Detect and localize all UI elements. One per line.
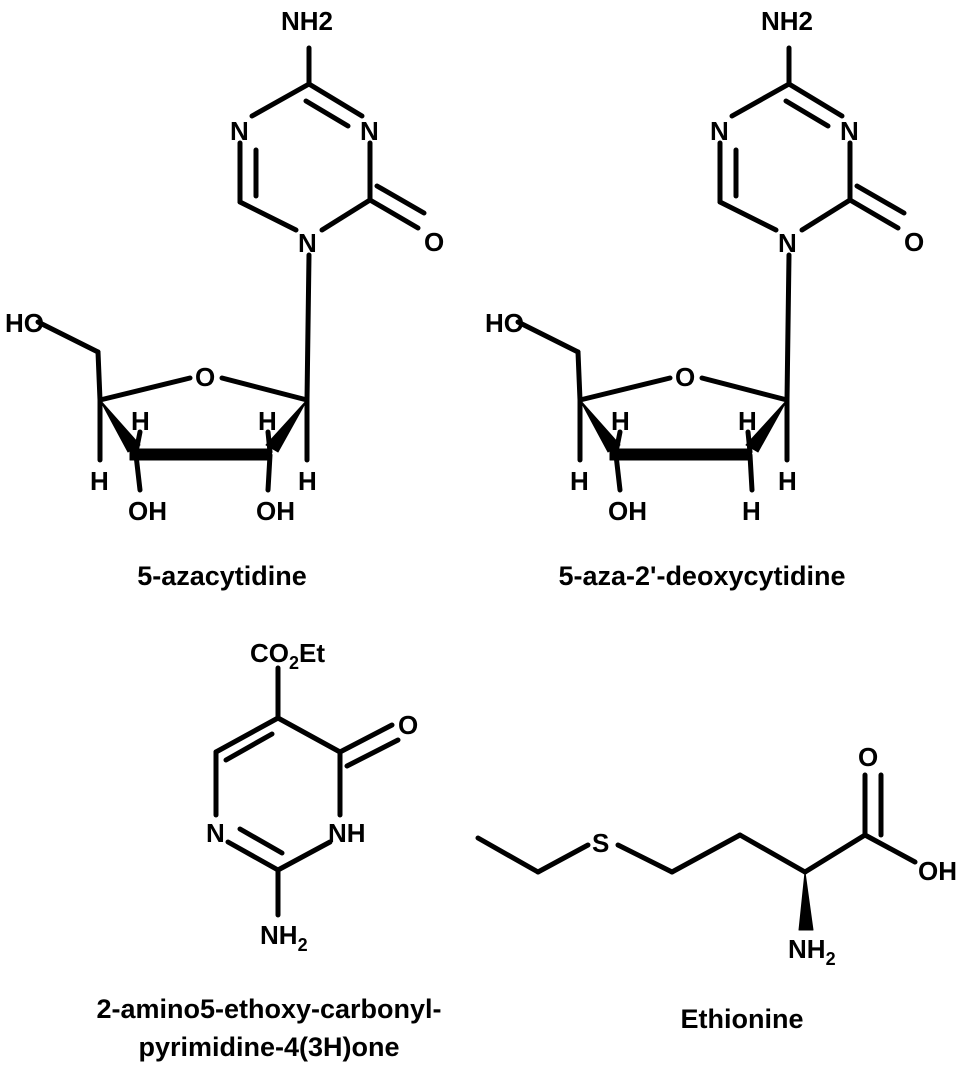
bond-c4-o-double <box>344 737 401 769</box>
bond-c3prime-oh <box>613 452 623 493</box>
bond-c4-n-double <box>783 98 831 129</box>
bond-c3prime-oh <box>133 452 143 493</box>
bond-c2-o-double <box>854 183 907 216</box>
molecule-name: 5-azacytidine <box>137 561 307 591</box>
bond-c4prime-o <box>577 375 673 403</box>
molecule-5-aza-2-deoxycytidine: NH2 N N N O HO O H H H H OH H 5-aza-2'-d… <box>485 6 924 591</box>
bond-c-oh <box>862 832 918 865</box>
bond-n1-c1prime <box>304 252 312 403</box>
bond-o-c1prime <box>219 375 310 403</box>
bond-calpha-cooh <box>802 832 868 875</box>
atom-nh2: NH2 <box>260 920 308 955</box>
atom-hydroxyl: OH <box>918 856 957 886</box>
atom-ho: HO <box>485 308 524 338</box>
bond-ch2-ch2 <box>669 832 743 875</box>
bond-s-ch2 <box>615 842 675 875</box>
atom-nh2: NH2 <box>761 6 813 36</box>
atom-ho: HO <box>5 308 44 338</box>
bond-c2prime-h-up <box>745 429 753 455</box>
bond-c6-n1 <box>237 199 299 233</box>
atom-nh2: NH2 <box>281 6 333 36</box>
bond-ch3-ch2 <box>475 835 541 875</box>
atom-n3: N <box>230 116 249 146</box>
bond-c5-c6-double <box>223 731 275 763</box>
wedge-c3prime-c2prime <box>129 448 271 461</box>
atom-n1: N <box>206 818 225 848</box>
bond-ch2-s <box>535 842 591 875</box>
bond-c2-o <box>367 197 421 231</box>
bond-c2prime-h <box>265 429 273 455</box>
bond-c4-n-double <box>303 98 351 129</box>
molecule-name-line1: 2-amino5-ethoxy-carbonyl- <box>96 994 441 1024</box>
molecule-name: Ethionine <box>681 1004 804 1034</box>
atom-ring-o: O <box>675 362 695 392</box>
bond-c2-o-double <box>374 183 427 216</box>
atom-ester: CO2Et <box>250 638 325 673</box>
atom-sulfur: S <box>592 828 609 858</box>
molecule-2-amino-5-ethoxycarbonyl-pyrimidinone: CO2Et O N NH NH2 2-amino5-ethoxy-carbony… <box>96 638 441 1062</box>
bond-c4-o <box>337 722 395 755</box>
atom-n: N <box>840 116 859 146</box>
bond-c4-n3 <box>249 81 312 119</box>
atom-oxo: O <box>904 227 924 257</box>
bond-c4-n3 <box>729 81 792 119</box>
bond-c2-o <box>847 197 901 231</box>
bond-ho-ch2 <box>35 319 101 355</box>
atom-n1: N <box>778 228 797 258</box>
atom-n1: N <box>298 228 317 258</box>
bond-c2-n1 <box>319 197 373 233</box>
atom-h-c2prime: H <box>258 406 277 436</box>
bond-n1-c1prime <box>784 252 792 403</box>
bond-c5-c6 <box>213 715 281 755</box>
atom-oh-c2prime: OH <box>256 496 295 526</box>
bond-ch2-c4prime <box>575 349 583 403</box>
atom-ring-o: O <box>195 362 215 392</box>
bond-c2prime-oh <box>265 452 273 493</box>
bond-c5-c4 <box>275 715 343 755</box>
atom-carbonyl-o: O <box>858 742 878 772</box>
atom-h-c4prime: H <box>90 466 109 496</box>
bond-c4-n <box>306 81 365 119</box>
bond-n1-c2 <box>225 839 281 873</box>
wedge-calpha-nh2 <box>798 871 814 931</box>
bond-n3-c2 <box>275 839 333 873</box>
atom-h-c1prime: H <box>298 466 317 496</box>
bond-o-c1prime <box>699 375 790 403</box>
bond-c2-n1 <box>799 197 853 233</box>
bond-ch2-c4prime <box>95 349 103 403</box>
bond-ho-ch2 <box>515 319 581 355</box>
bond-c2prime-h-down <box>747 452 755 493</box>
atom-oxo: O <box>398 710 418 740</box>
atom-nh2: NH2 <box>788 934 836 969</box>
bond-c4-n <box>786 81 845 119</box>
atom-oh-c3prime: OH <box>608 496 647 526</box>
atom-h-c1prime: H <box>778 466 797 496</box>
atom-h-c2prime-up: H <box>738 406 757 436</box>
atom-oxo: O <box>424 227 444 257</box>
wedge-c3prime-c2prime <box>609 448 751 461</box>
molecule-ethionine: S O OH NH2 Ethionine <box>475 742 957 1034</box>
bond-c3prime-h <box>133 429 143 455</box>
molecule-name-line2: pyrimidine-4(3H)one <box>138 1032 399 1062</box>
atom-h-c2prime-down: H <box>742 496 761 526</box>
atom-nh: NH <box>328 818 366 848</box>
atom-h-c3prime: H <box>131 406 150 436</box>
atom-n: N <box>360 116 379 146</box>
molecule-name: 5-aza-2'-deoxycytidine <box>558 561 845 591</box>
atom-oh-c3prime: OH <box>128 496 167 526</box>
bond-c6-n1 <box>717 199 779 233</box>
atom-n3: N <box>710 116 729 146</box>
atom-h-c4prime: H <box>570 466 589 496</box>
bond-ch2-calpha <box>737 832 808 875</box>
bond-c4prime-o <box>97 375 193 403</box>
bond-c3prime-h <box>613 429 623 455</box>
bond-n1-c2-double <box>237 826 285 856</box>
molecule-5-azacytidine: NH2 N N N O HO O H H H H OH OH 5-azacyti… <box>5 6 444 591</box>
atom-h-c3prime: H <box>611 406 630 436</box>
